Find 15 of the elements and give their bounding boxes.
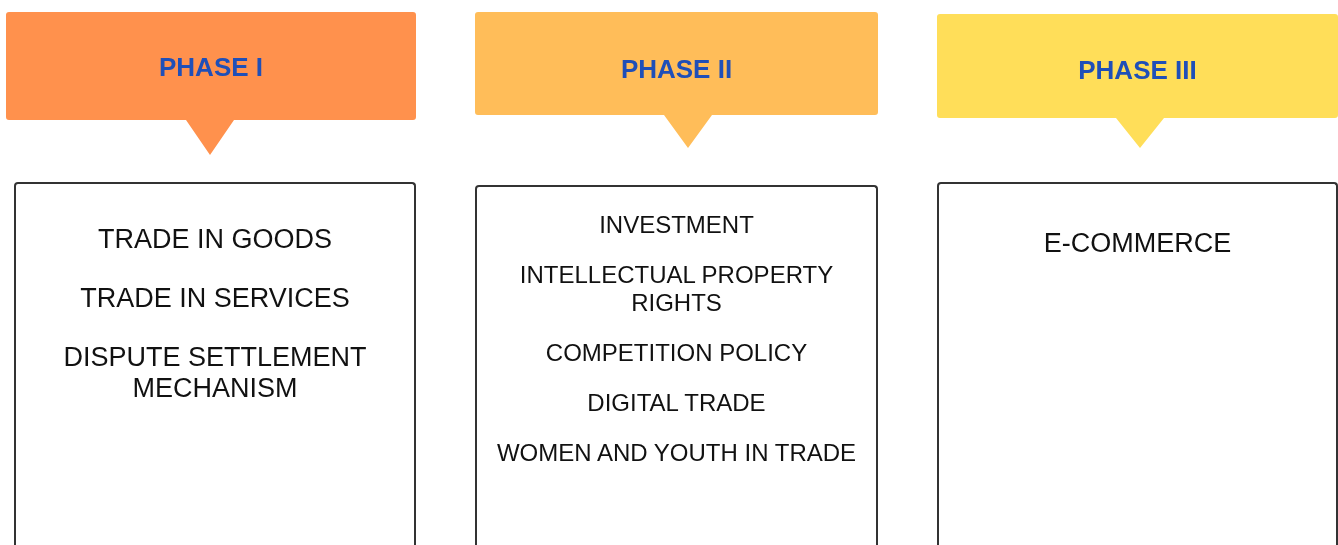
content-panel	[475, 185, 878, 545]
phase-title: PHASE II	[619, 54, 734, 85]
topic-text: TRADE IN SERVICES	[80, 283, 350, 314]
topic-text: COMPETITION POLICY	[545, 339, 808, 367]
topic-text: E-COMMERCE	[1043, 228, 1232, 259]
topic-text: DIGITAL TRADE	[587, 389, 766, 417]
topic-text: INVESTMENT	[599, 211, 754, 239]
content-panel	[14, 182, 416, 545]
phase-title: PHASE I	[158, 52, 264, 83]
topic-text: TRADE IN GOODS	[98, 224, 332, 255]
topic-text: DISPUTE SETTLEMENT MECHANISM	[62, 342, 368, 404]
topic-text: INTELLECTUAL PROPERTY RIGHTS	[518, 261, 835, 317]
content-panel	[937, 182, 1338, 545]
phase-title: PHASE III	[1077, 55, 1198, 86]
topic-text: WOMEN AND YOUTH IN TRADE	[496, 439, 857, 467]
